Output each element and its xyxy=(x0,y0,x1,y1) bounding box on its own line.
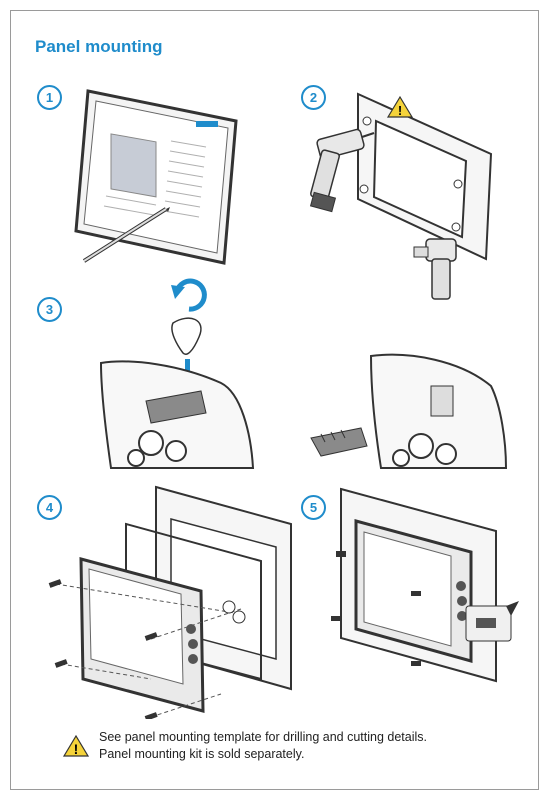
step-4-illustration xyxy=(48,485,292,719)
step-4-badge: 4 xyxy=(37,495,62,520)
step-5-illustration xyxy=(331,487,519,683)
note-line-1: See panel mounting template for drilling… xyxy=(99,730,427,744)
page-title: Panel mounting xyxy=(35,37,163,56)
note-text: See panel mounting template for drilling… xyxy=(99,729,519,763)
warning-icon: ! xyxy=(63,735,89,757)
step-3-illustration-left xyxy=(99,278,255,469)
rotate-arrow-icon xyxy=(171,278,207,312)
step-1-illustration xyxy=(74,89,238,265)
manual-page: Panel mounting 1 2 xyxy=(10,10,539,790)
svg-text:!: ! xyxy=(74,741,79,757)
step-1-badge: 1 xyxy=(37,85,62,110)
step-5-badge: 5 xyxy=(301,495,326,520)
step-3-illustration-right xyxy=(310,353,508,469)
warning-icon: ! xyxy=(386,95,414,118)
step-2-illustration: ! xyxy=(309,92,493,300)
svg-text:!: ! xyxy=(398,103,402,118)
note-line-2: Panel mounting kit is sold separately. xyxy=(99,747,305,761)
step-2-badge: 2 xyxy=(301,85,326,110)
magnified-clip xyxy=(465,601,519,642)
step-3-badge: 3 xyxy=(37,297,62,322)
